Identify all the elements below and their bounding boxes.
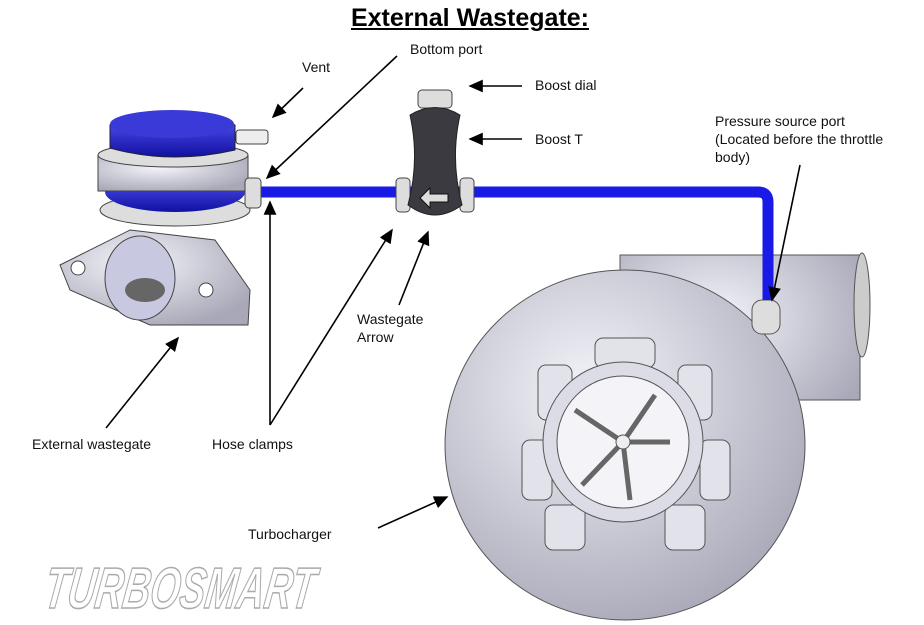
label-turbocharger: Turbocharger [248, 526, 332, 542]
label-wastegate-arrow: Wastegate Arrow [357, 310, 423, 346]
callout-arrows [105, 55, 801, 529]
label-bottom-port: Bottom port [410, 41, 483, 57]
diagram-title: External Wastegate: [350, 4, 590, 32]
turbosmart-logo: TURBOSMART [41, 556, 323, 621]
label-line: (Located before the throttle [715, 131, 884, 147]
label-hose-clamps: Hose clamps [212, 436, 293, 452]
label-vent: Vent [302, 59, 331, 75]
boost-t [407, 89, 463, 216]
turbocharger [444, 252, 871, 621]
label-pressure-source: Pressure source port (Located before the… [715, 112, 883, 166]
label-line: Pressure source port [715, 113, 845, 129]
hose-clamp [244, 177, 262, 209]
hose-clamp [459, 177, 475, 213]
label-external-wastegate: External wastegate [32, 436, 152, 452]
label-boost-dial: Boost dial [535, 77, 597, 93]
hose-clamp [395, 177, 411, 213]
label-line: Arrow [357, 329, 394, 345]
external-wastegate [59, 110, 269, 326]
boost-hose [255, 186, 774, 300]
label-boost-t: Boost T [535, 131, 583, 147]
label-line: body) [715, 149, 751, 165]
label-line: Wastegate [357, 311, 424, 327]
